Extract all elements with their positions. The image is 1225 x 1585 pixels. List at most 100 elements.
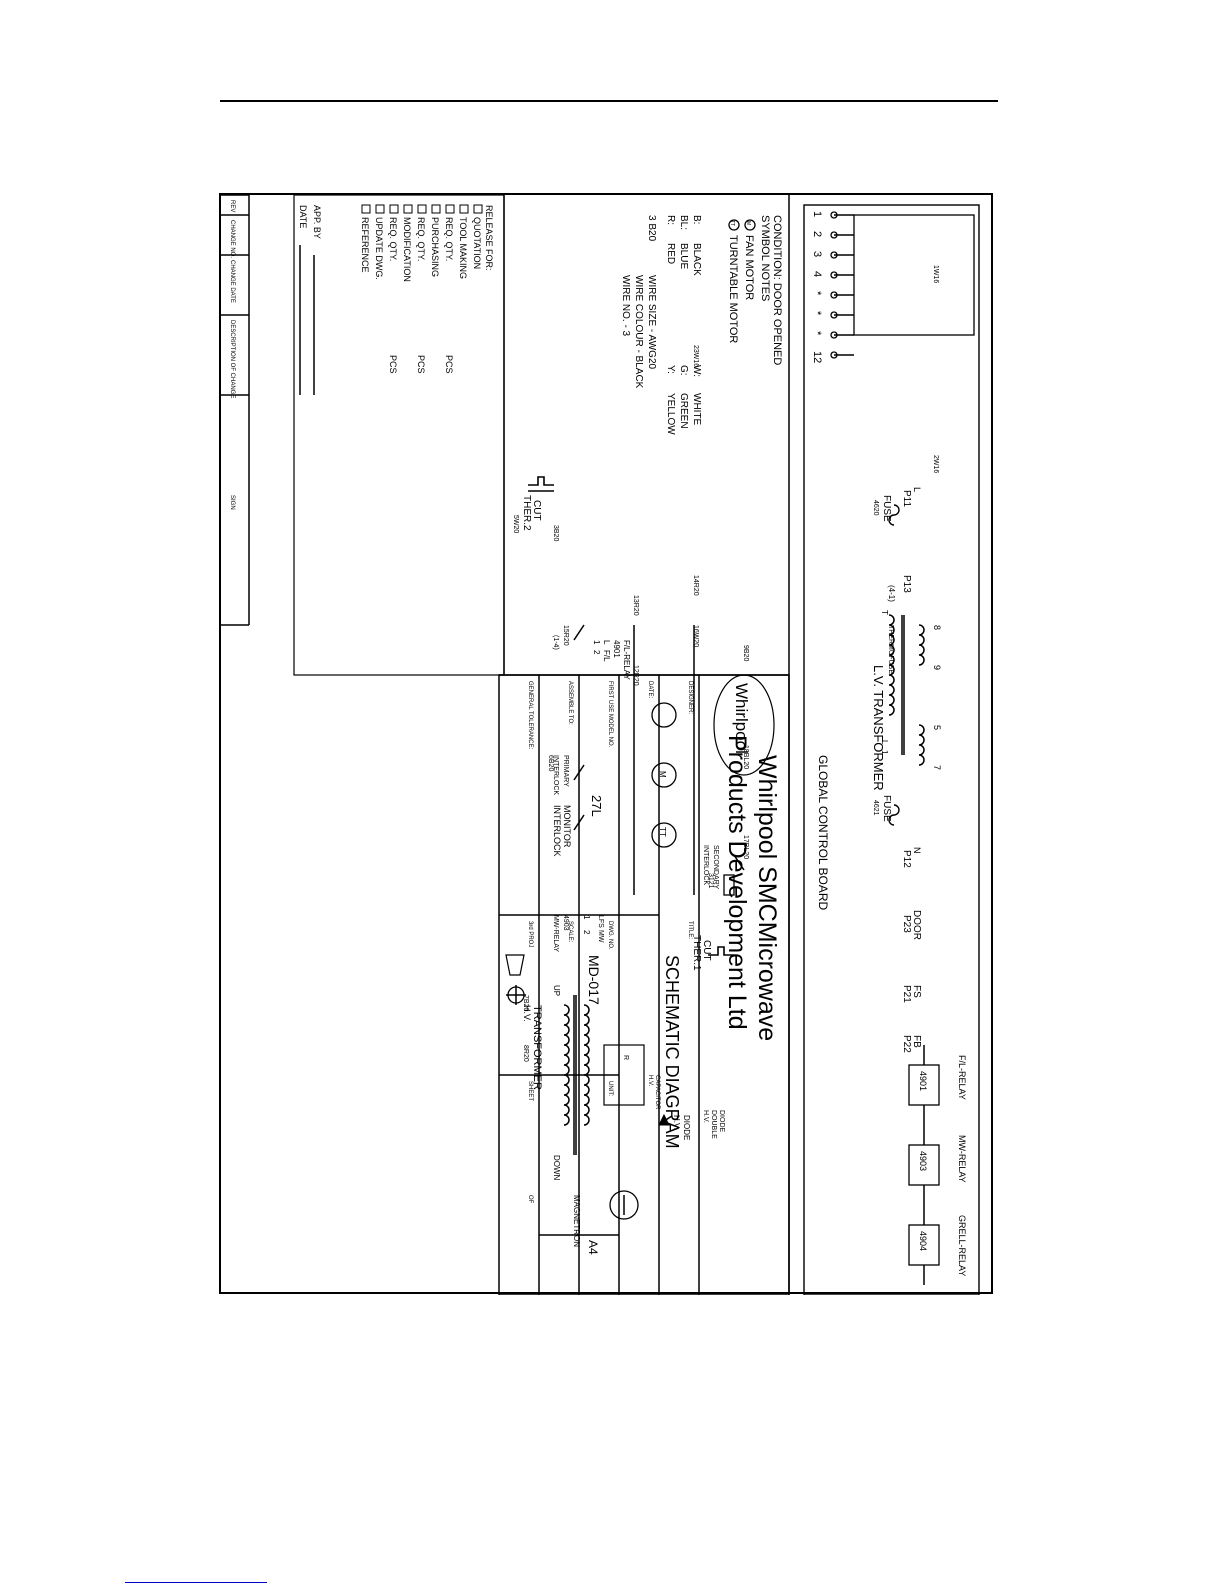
interlock-secondary-contact — [733, 854, 745, 871]
wire-label-6b20: 6B20 — [547, 755, 554, 771]
hv-capacitor-box — [603, 1044, 645, 1106]
lv-secondary-coil-1 — [918, 624, 925, 666]
hv-capacitor-label-2: CAPACITOR — [654, 1075, 660, 1110]
release-block — [293, 195, 505, 676]
drawing-title: SCHEMATIC DIAGRAM — [662, 955, 682, 1149]
legend-color-name-5: YELLOW — [665, 393, 676, 435]
legend-color-name-4: GREEN — [678, 393, 689, 429]
wire-label-17bl20: 17BL20 — [742, 835, 749, 859]
release-item-0: QUOTATION — [472, 217, 482, 269]
legend-wire-colour: WIRE COLOUR - BLACK — [633, 275, 644, 389]
interlock-monitor-label-1: INTERLOCK — [552, 805, 562, 857]
interlock-secondary-label-1: INTERLOCK — [702, 845, 709, 885]
hv-capacitor-label-1: H.V. — [647, 1075, 653, 1086]
legend-color-code-3: W: — [691, 365, 702, 377]
legend-color-code-2: R: — [665, 215, 676, 225]
interlock-primary-label-2: PRIMARY — [562, 755, 569, 787]
lv-tap-8: 8 — [932, 625, 942, 630]
legend-color-name-1: BLUE — [678, 243, 689, 269]
interlock-primary-contact — [573, 764, 585, 781]
board-pin-label-2: 3 — [811, 251, 823, 257]
revision-header-3: DESCRIPTION OF CHANGE — [229, 320, 235, 398]
mw-relay-contact-mw: MW — [597, 930, 604, 943]
release-pcs-2: PCS — [416, 355, 426, 374]
dwg-no-value: MD-017 — [586, 955, 602, 1005]
legend-turntable-motor-letter: TT — [729, 220, 735, 226]
lv-tap-1: 1 — [880, 750, 889, 755]
wire-label-18bl20: 18BL20 — [742, 745, 749, 769]
dwg-no-label: DWG. NO. — [607, 921, 613, 950]
ther1-label-cut: CUT — [701, 940, 712, 961]
release-checkbox-3 — [431, 204, 441, 214]
designer-label: DESIGNER: — [687, 681, 693, 714]
revision-header-0: REV — [229, 200, 235, 212]
company-line-2: Products Development Ltd — [723, 735, 751, 1030]
whirlpool-logo-ring — [713, 674, 775, 776]
title-label: TITLE: — [687, 921, 693, 939]
port-p12: P12 — [901, 850, 912, 868]
revision-header-1: CHANGE NO. — [229, 220, 235, 258]
sheet-label: SHEET — [527, 1081, 533, 1101]
tolerance-label: GENERAL TOLERANCE: — [527, 681, 533, 750]
hv-double-diode-label-2: DOUBLE — [710, 1110, 717, 1139]
release-item-2: REQ. QTY. — [444, 217, 454, 261]
revision-header-2: CHANGE DATE — [229, 260, 235, 303]
wire-label-5w20: 5W20 — [512, 515, 519, 533]
release-item-6: REQ. QTY. — [388, 217, 398, 261]
wire-label-13r20: 13R20 — [632, 595, 639, 616]
first-use-value: 27L — [589, 795, 604, 817]
relay-name-1: MW-RELAY — [957, 1135, 967, 1183]
lv-tap-t: T — [880, 610, 889, 615]
release-checkbox-1 — [459, 204, 469, 214]
bottom-link-rule — [125, 1582, 267, 1583]
ther1-label: THER.1 — [691, 935, 702, 971]
release-item-1: TOOL MAKING — [458, 217, 468, 279]
of-label: OF — [527, 1195, 533, 1204]
ther2-label: THER.2 — [521, 495, 532, 531]
hv-diode-symbol — [658, 1113, 670, 1126]
interlock-primary-label-1: INTERLOCK — [552, 755, 559, 795]
global-control-board-label: GLOBAL CONTROL BOARD — [816, 755, 830, 910]
fl-relay-contact — [573, 624, 585, 641]
release-checkbox-6 — [389, 204, 399, 214]
port-p11-l: L — [912, 487, 922, 492]
release-checkbox-2 — [445, 204, 455, 214]
wire-label-7b20: 7B20 — [522, 995, 529, 1011]
board-pin-label-3: 4 — [811, 271, 823, 277]
lv-tap-7: 7 — [932, 765, 942, 770]
release-item-4: REQ. QTY. — [416, 217, 426, 261]
schematic-svg: REV CHANGE NO. CHANGE DATE DESCRIPTION OF C… — [219, 195, 980, 1295]
port-p23-door: DOOR — [911, 910, 922, 940]
fan-motor-circle — [651, 762, 677, 788]
board-pin-label-0: 1 — [811, 211, 823, 217]
drawing-frame — [219, 193, 993, 1294]
legend-wire-example: 3 B20 — [646, 215, 657, 242]
hv-capacitor-resistor-label: R — [622, 1055, 629, 1060]
projection-label: 3rd PROJ — [527, 921, 533, 947]
lv-secondary-coil-2 — [918, 724, 925, 766]
sheet-size: A4 — [586, 1240, 600, 1255]
relay-code-0: 4901 — [918, 1071, 928, 1091]
release-item-7: UPDATE DWG. — [374, 217, 384, 280]
legend-color-name-0: BLACK — [691, 243, 702, 276]
thermofuse-label: THERMOFUSE — [887, 625, 894, 674]
release-item-8: REFERENCE — [360, 217, 370, 273]
hv-secondary-coil — [583, 1004, 590, 1126]
hv-transformer-label-2: TRANSFORMER — [531, 1005, 543, 1090]
port-p12-n: N — [912, 847, 922, 854]
fl-relay-pin-1: 1 — [592, 640, 601, 645]
legend-color-code-4: G: — [678, 365, 689, 376]
top-rule — [220, 100, 998, 102]
wire-label-23w16: 23W16 — [692, 345, 699, 367]
wire-label-16w20: 16W20 — [692, 625, 699, 647]
port-p23: P23 — [901, 915, 912, 933]
fl-relay-code: 4901 — [612, 640, 621, 658]
fl-relay-name: F/L-RELAY — [622, 640, 631, 681]
release-item-3: PURCHASING — [430, 217, 440, 277]
wire-label-14r20: 14R20 — [692, 575, 699, 596]
release-checkbox-0 — [473, 204, 483, 214]
sheet-content: REV CHANGE NO. CHANGE DATE DESCRIPTION OF C… — [219, 195, 980, 1295]
release-pcs-1: PCS — [444, 355, 454, 374]
port-p22: P22 — [901, 1035, 912, 1053]
wire-label-8r20: 8R20 — [522, 1045, 529, 1062]
